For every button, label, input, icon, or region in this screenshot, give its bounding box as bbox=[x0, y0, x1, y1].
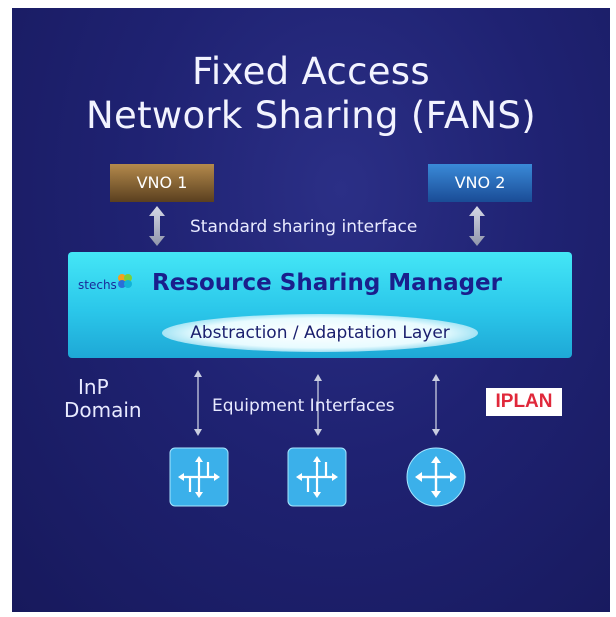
iplan-logo: IPLAN bbox=[486, 388, 562, 416]
equipment-interfaces-label: Equipment Interfaces bbox=[212, 396, 395, 416]
inp-domain-label: InP Domain bbox=[64, 376, 142, 422]
vno-1-box: VNO 1 bbox=[110, 164, 214, 202]
vno-1-double-arrow-icon bbox=[149, 206, 165, 246]
resource-sharing-manager-title: Resource Sharing Manager bbox=[152, 270, 502, 296]
inp-domain-line-2: Domain bbox=[64, 398, 142, 422]
vno-2-box: VNO 2 bbox=[428, 164, 532, 202]
vno-2-double-arrow-icon bbox=[469, 206, 485, 246]
standard-interface-label: Standard sharing interface bbox=[190, 217, 418, 237]
abstraction-layer: Abstraction / Adaptation Layer bbox=[162, 314, 478, 352]
title-line-1: Fixed Access bbox=[192, 50, 430, 93]
switch-icon-2 bbox=[287, 447, 347, 507]
equipment-arrow-1-icon bbox=[194, 370, 202, 436]
slide: Fixed Access Network Sharing (FANS) VNO … bbox=[12, 8, 610, 612]
arrows-layer bbox=[149, 206, 485, 507]
title-line-2: Network Sharing (FANS) bbox=[86, 94, 536, 137]
resource-sharing-manager-box: stechs Resource Sharing Manager Abstract… bbox=[68, 252, 572, 358]
stechs-logo-icon bbox=[118, 274, 132, 288]
inp-domain-line-1: InP bbox=[78, 375, 109, 399]
switch-icon-1 bbox=[169, 447, 229, 507]
equipment-arrow-3-icon bbox=[432, 374, 440, 436]
equipment-arrow-2-icon bbox=[314, 374, 322, 436]
router-icon bbox=[406, 447, 466, 507]
stechs-logo-text: stechs bbox=[78, 278, 117, 292]
